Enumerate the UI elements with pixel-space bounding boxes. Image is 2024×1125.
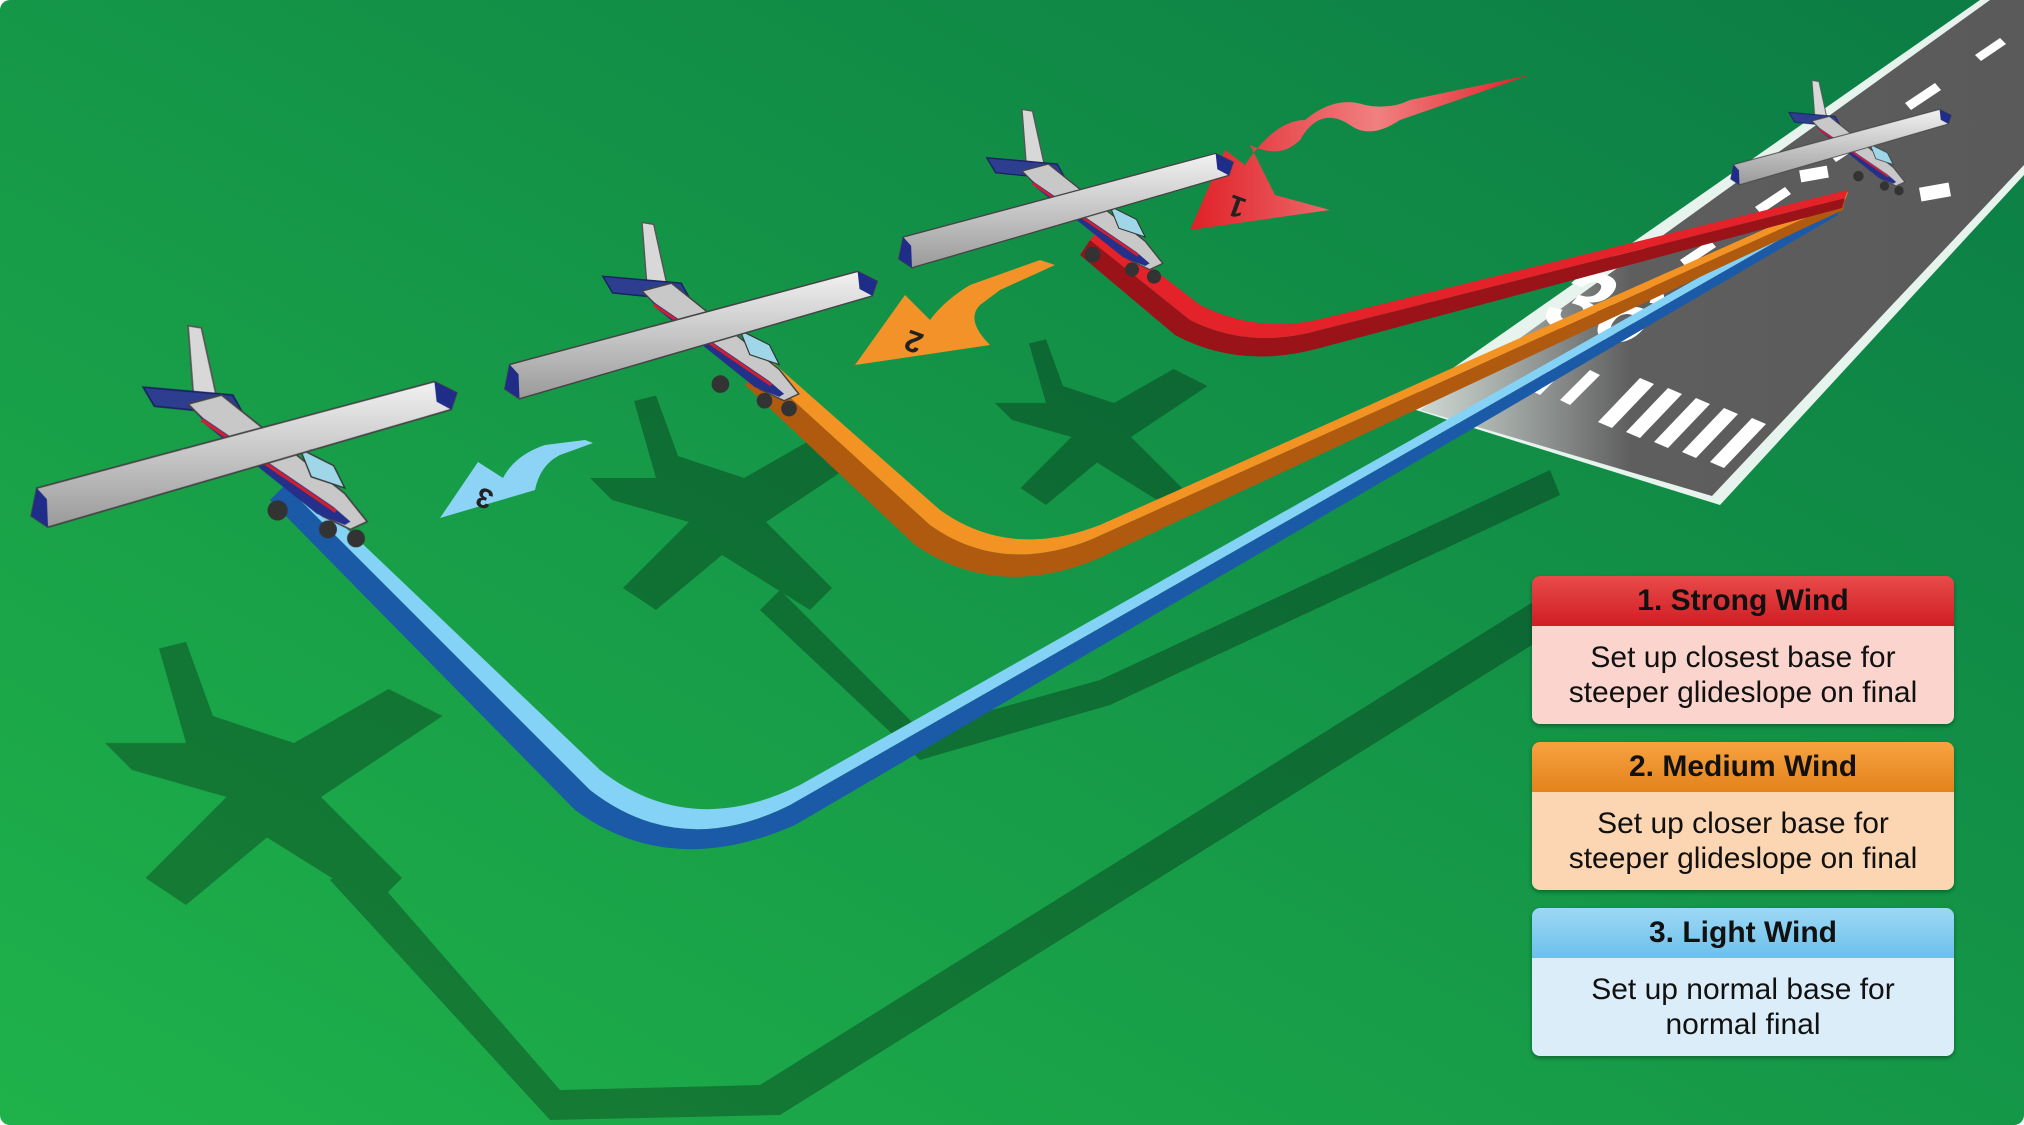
legend-light-wind-line1: Set up normal base for — [1591, 973, 1895, 1006]
legend-medium-wind-line1: Set up closer base for — [1597, 807, 1889, 840]
legend-strong-wind-line2: steeper glideslope on final — [1568, 676, 1918, 709]
legend-strong-wind-title: 1. Strong Wind — [1532, 576, 1954, 626]
legend-light-wind-title: 3. Light Wind — [1532, 908, 1954, 958]
legend-light-wind-line2: normal final — [1665, 1008, 1821, 1041]
legend-medium-wind-title: 2. Medium Wind — [1532, 742, 1954, 792]
legend-strong-wind-line1: Set up closest base for — [1590, 641, 1896, 674]
wind-arrow-1: 1 — [1190, 75, 1530, 230]
legend-medium-wind-line2: steeper glideslope on final — [1568, 842, 1918, 875]
wind-arrow-2: 2 — [855, 260, 1055, 365]
